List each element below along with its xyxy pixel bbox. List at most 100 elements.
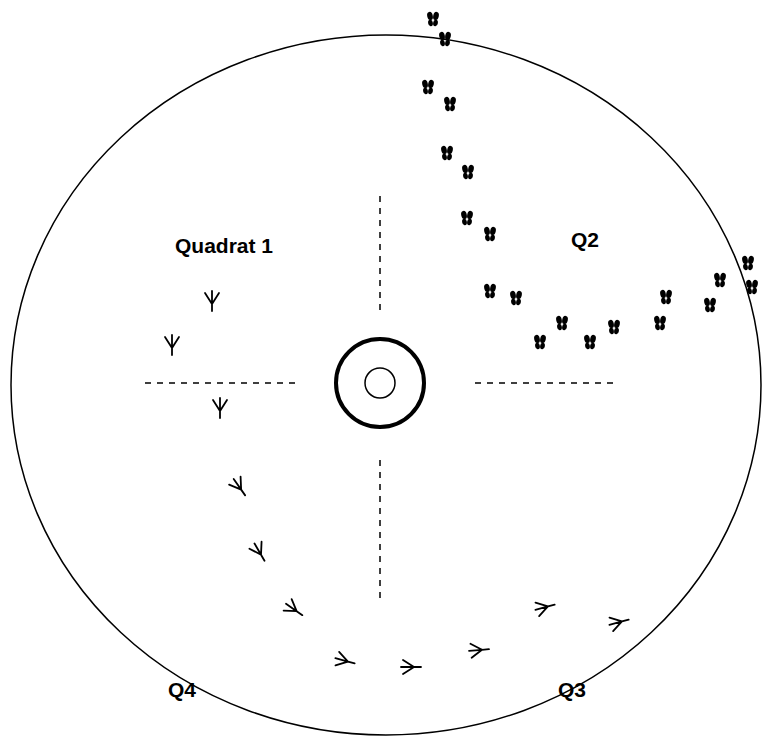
hoof-toe (426, 11, 433, 20)
hoof-toe (557, 323, 563, 330)
hoof-toe (613, 319, 620, 328)
hoof-toe (720, 280, 726, 287)
hoof-print (713, 272, 726, 287)
hoof-toe (443, 96, 450, 105)
hoof-toe (719, 272, 726, 281)
hoof-toe (555, 315, 562, 324)
hoof-toe (533, 334, 540, 343)
divider-line (145, 382, 295, 384)
hoof-print (483, 283, 496, 298)
hoof-toe (710, 305, 716, 312)
hoof-toe (445, 104, 451, 111)
hoof-toe (748, 263, 754, 270)
hoof-toe (705, 305, 711, 312)
hoof-toe (446, 145, 453, 154)
hoof-toe (659, 289, 666, 298)
hoof-toe (703, 297, 710, 306)
hoof-toe (423, 87, 429, 94)
hoof-toe (445, 39, 451, 46)
hoof-toe (589, 334, 596, 343)
hoof-toe (449, 96, 456, 105)
hoof-toe (490, 234, 496, 241)
bird-footprint (248, 540, 270, 564)
center-stake (365, 368, 395, 398)
hoof-toe (433, 19, 439, 26)
hoof-toe (747, 287, 753, 294)
bird-footprint (205, 291, 219, 311)
hoof-toe (461, 164, 468, 173)
bird-footprint (608, 613, 631, 632)
hoof-toe (442, 153, 448, 160)
hoof-toe (747, 255, 754, 264)
hoof-toe (540, 342, 546, 349)
hoof-toe (741, 255, 748, 264)
hoof-toe (440, 145, 447, 154)
divider-line (379, 460, 381, 600)
hoof-print (460, 210, 473, 225)
quadrat-label: Quadrat 1 (175, 233, 273, 259)
hoof-toe (428, 19, 434, 26)
hoof-print (659, 289, 672, 304)
hoof-print (438, 31, 451, 46)
hoof-toe (421, 79, 428, 88)
hoof-toe (516, 298, 522, 305)
hoof-print (461, 164, 474, 179)
hoof-toe (483, 226, 490, 235)
hoof-toe (655, 323, 661, 330)
hoof-toe (585, 342, 591, 349)
hoof-print (440, 145, 453, 160)
hoof-print (745, 279, 758, 294)
hoof-print (426, 11, 439, 26)
bird-footprint (165, 335, 179, 355)
quadrat-label: Q2 (571, 227, 599, 253)
hoof-toe (440, 39, 446, 46)
hoof-toe (463, 172, 469, 179)
hoof-toe (489, 283, 496, 292)
hoof-toe (751, 279, 758, 288)
hoof-toe (562, 323, 568, 330)
hoof-toe (467, 218, 473, 225)
hoof-print (653, 315, 666, 330)
hoof-toe (450, 104, 456, 111)
hoof-toe (511, 298, 517, 305)
hoof-toe (713, 272, 720, 281)
hoof-toe (432, 11, 439, 20)
survey-plot-outline (11, 35, 761, 735)
quadrat-label: Q4 (168, 677, 196, 703)
hoof-toe (665, 289, 672, 298)
hoof-toe (743, 263, 749, 270)
hoof-toe (561, 315, 568, 324)
hoof-toe (666, 297, 672, 304)
hoof-toe (428, 87, 434, 94)
hoof-print (607, 319, 620, 334)
divider-line (379, 196, 381, 310)
hoof-toe (438, 31, 445, 40)
hoof-toe (661, 297, 667, 304)
hoof-print (741, 255, 754, 270)
hoof-toe (485, 291, 491, 298)
hoof-toe (709, 297, 716, 306)
bird-footprint (468, 642, 489, 658)
hoof-print (583, 334, 596, 349)
quadrat-label: Q3 (558, 677, 586, 703)
bird-footprint (534, 598, 557, 617)
hoof-toe (660, 323, 666, 330)
hoof-toe (460, 210, 467, 219)
hoof-print (443, 96, 456, 111)
bird-footprint (401, 660, 421, 674)
hoof-toe (444, 31, 451, 40)
hoof-toe (752, 287, 758, 294)
hoof-toe (489, 226, 496, 235)
hoof-toe (515, 290, 522, 299)
hoof-toe (447, 153, 453, 160)
hoof-toe (653, 315, 660, 324)
bird-track (165, 291, 631, 674)
hoof-print (555, 315, 568, 330)
bird-footprint (334, 651, 357, 670)
deer-track (421, 11, 758, 349)
hoof-toe (607, 319, 614, 328)
hoof-toe (466, 210, 473, 219)
hoof-toe (614, 327, 620, 334)
hoof-toe (509, 290, 516, 299)
